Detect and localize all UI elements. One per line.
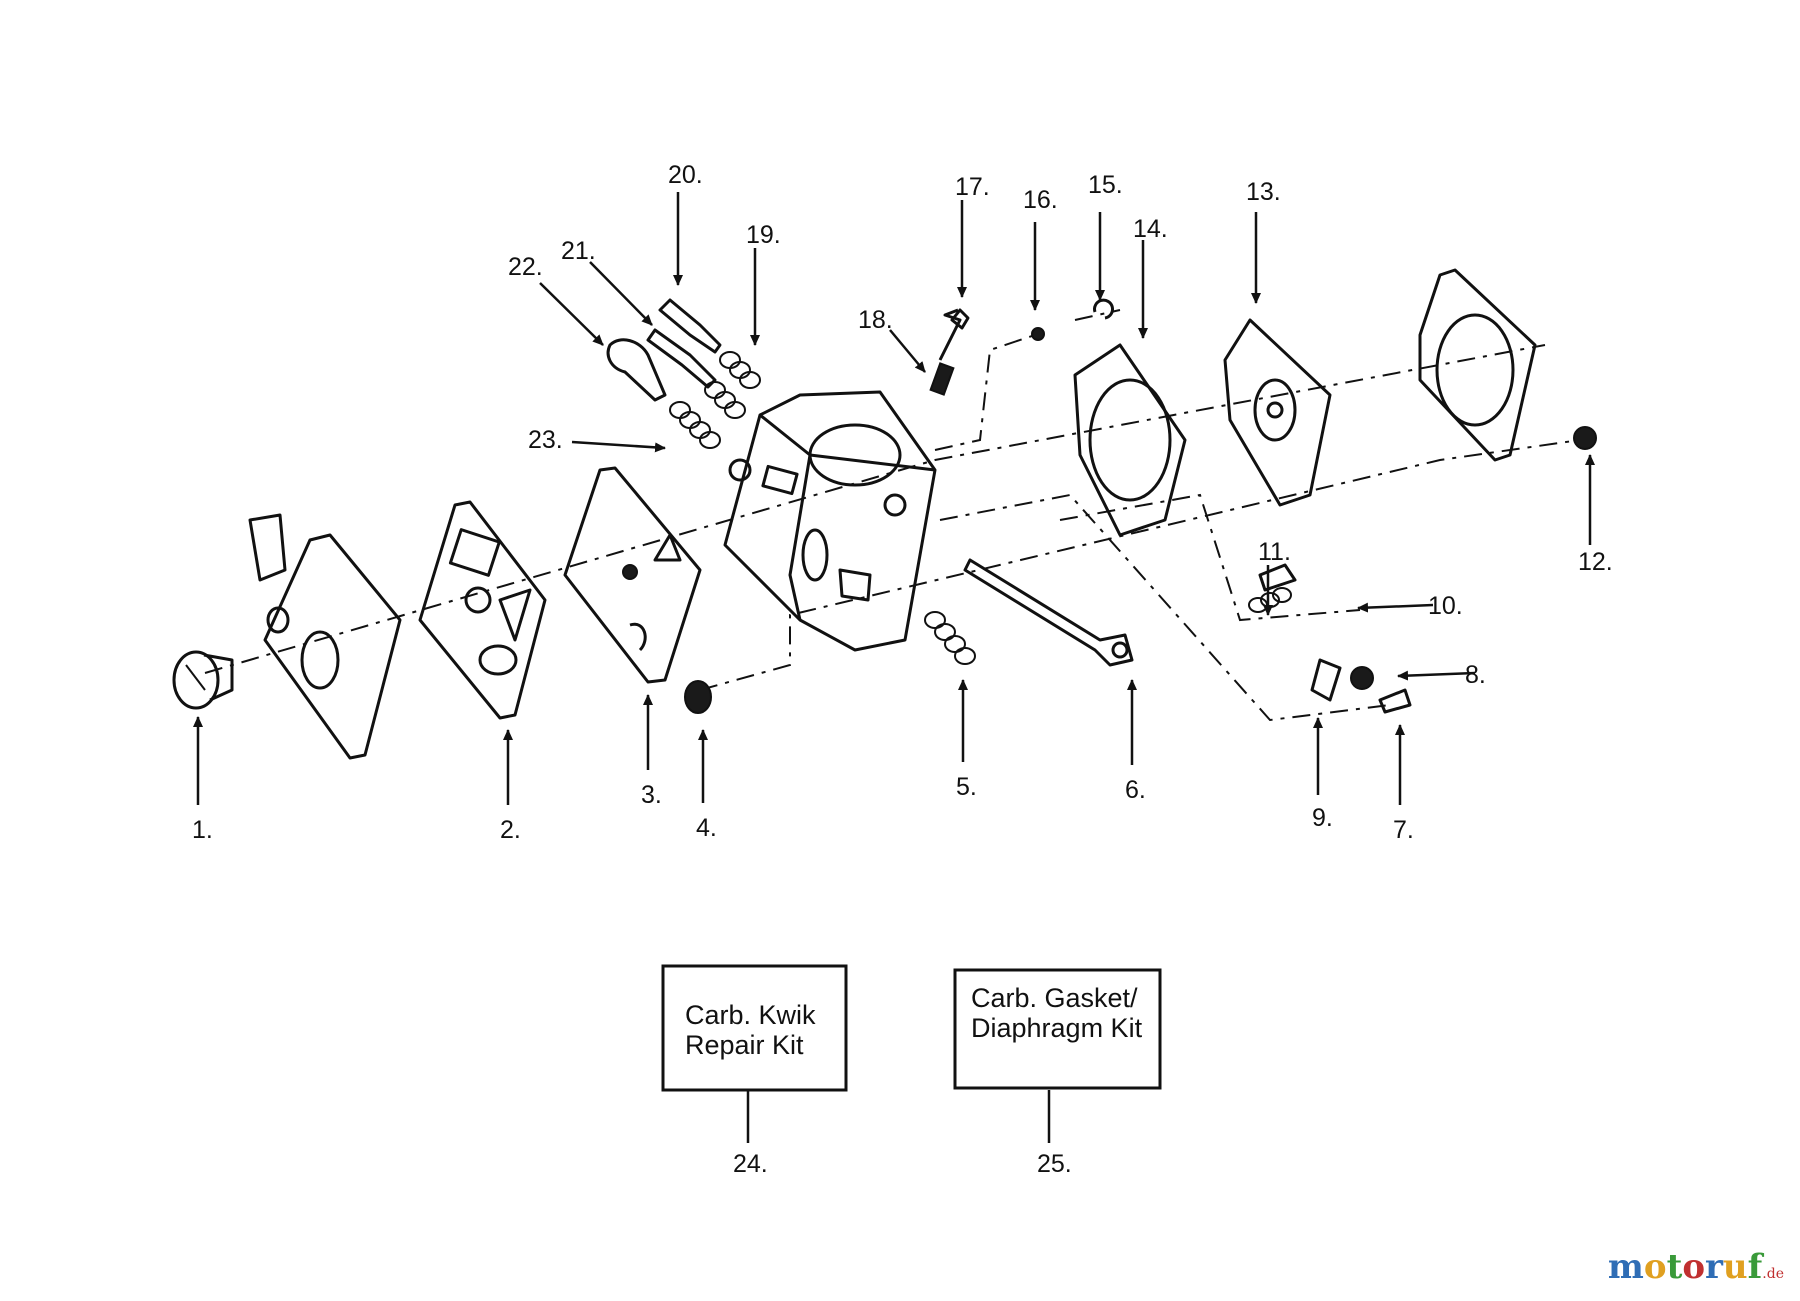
- kit-gasket-line1: Carb. Gasket/: [971, 983, 1138, 1013]
- callout-8: 8.: [1465, 661, 1486, 689]
- callout-11: 11.: [1258, 538, 1291, 566]
- part-pump-side: [1073, 268, 1537, 537]
- callout-13: 13.: [1246, 178, 1281, 206]
- callout-19: 19.: [746, 221, 781, 249]
- watermark-suffix: .de: [1762, 1266, 1784, 1282]
- kit-repair-line2: Repair Kit: [685, 1030, 804, 1060]
- callout-16: 16.: [1023, 186, 1058, 214]
- part-gasket-2: [418, 500, 547, 720]
- callout-17: 17.: [955, 173, 990, 201]
- part-screw-1: [172, 650, 234, 710]
- part-shaft-and-spring: [924, 558, 1134, 667]
- callout-6: 6.: [1125, 776, 1146, 804]
- callout-15: 15.: [1088, 171, 1123, 199]
- kit-box-repair: Carb. Kwik Repair Kit: [661, 964, 848, 1092]
- kit-gasket-line2: Diaphragm Kit: [971, 1013, 1143, 1043]
- callout-23: 23.: [528, 426, 563, 454]
- part-metering-cover: [248, 513, 402, 760]
- callout-20: 20.: [668, 161, 703, 189]
- part-diaphragm-3: [563, 466, 702, 684]
- part-carburetor-body: [723, 390, 937, 652]
- callout-5: 5.: [956, 773, 977, 801]
- watermark-letter: o: [1643, 1247, 1667, 1287]
- callout-21: 21.: [561, 237, 596, 265]
- callout-arrows: [193, 192, 1595, 1143]
- callout-25: 25.: [1037, 1150, 1072, 1178]
- callout-14: 14.: [1133, 215, 1168, 243]
- callout-3: 3.: [641, 781, 662, 809]
- watermark-letter: u: [1722, 1247, 1748, 1287]
- callout-4: 4.: [696, 814, 717, 842]
- watermark-letter: r: [1705, 1247, 1723, 1287]
- part-plug-4: [684, 680, 712, 714]
- part-small-parts: [1248, 426, 1597, 714]
- callout-22: 22.: [508, 253, 543, 281]
- callout-9: 9.: [1312, 804, 1333, 832]
- callout-24: 24.: [733, 1150, 768, 1178]
- part-throttle-parts: [929, 298, 1115, 396]
- callout-7: 7.: [1393, 816, 1414, 844]
- kit-repair-line1: Carb. Kwik: [685, 1000, 816, 1030]
- watermark-letter: t: [1666, 1247, 1683, 1287]
- callout-12: 12.: [1578, 548, 1613, 576]
- watermark-letter: f: [1747, 1247, 1763, 1287]
- callout-2: 2.: [500, 816, 521, 844]
- part-needle-assembly: [606, 298, 761, 449]
- callout-18: 18.: [858, 306, 893, 334]
- kit-box-gasket-diaphragm: Carb. Gasket/ Diaphragm Kit: [953, 968, 1162, 1090]
- watermark-letter: m: [1607, 1247, 1644, 1287]
- callout-labels: 1. 2. 3. 4. 5. 6. 7. 8. 9. 10. 11. 12. 1…: [192, 161, 1613, 1178]
- watermark-letter: o: [1682, 1247, 1705, 1287]
- watermark-letters: motoruf: [1608, 1247, 1762, 1287]
- callout-1: 1.: [192, 816, 213, 844]
- watermark-logo: motoruf.de: [1608, 1247, 1784, 1287]
- callout-10: 10.: [1428, 592, 1463, 620]
